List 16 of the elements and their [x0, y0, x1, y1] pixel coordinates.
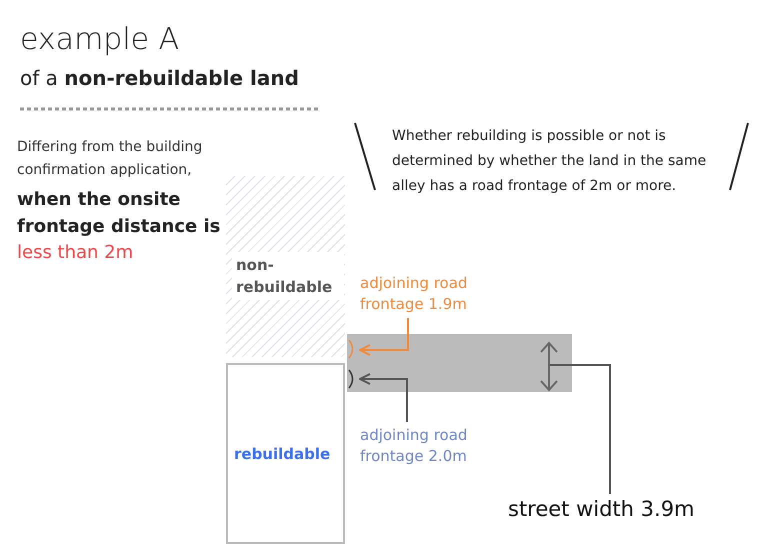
- title: example A: [20, 22, 180, 57]
- condition-text: when the onsite frontage distance is: [17, 188, 222, 239]
- leader-line: [550, 364, 611, 494]
- road-bar: [347, 334, 572, 392]
- subtitle: of a non-rebuildable land: [20, 66, 299, 90]
- arrow: [359, 373, 408, 422]
- rebuildable-plot: [226, 363, 345, 544]
- arrow: [359, 318, 409, 356]
- note-text: Differing from the building confirmation application,: [17, 138, 204, 180]
- plot-label: non-rebuildable: [232, 252, 344, 300]
- frontage-label: adjoining road frontage 1.9m: [360, 273, 480, 315]
- condition-value: less than 2m: [17, 242, 134, 263]
- plot-label: rebuildable: [234, 445, 330, 463]
- frontage-label: adjoining road frontage 2.0m: [360, 425, 480, 467]
- street-width-label: street width 3.9m: [508, 497, 695, 521]
- explanation-text: Whether rebuilding is possible or not is determined by whether the land in the same alley has a road frontage of 2m or more.: [392, 127, 708, 196]
